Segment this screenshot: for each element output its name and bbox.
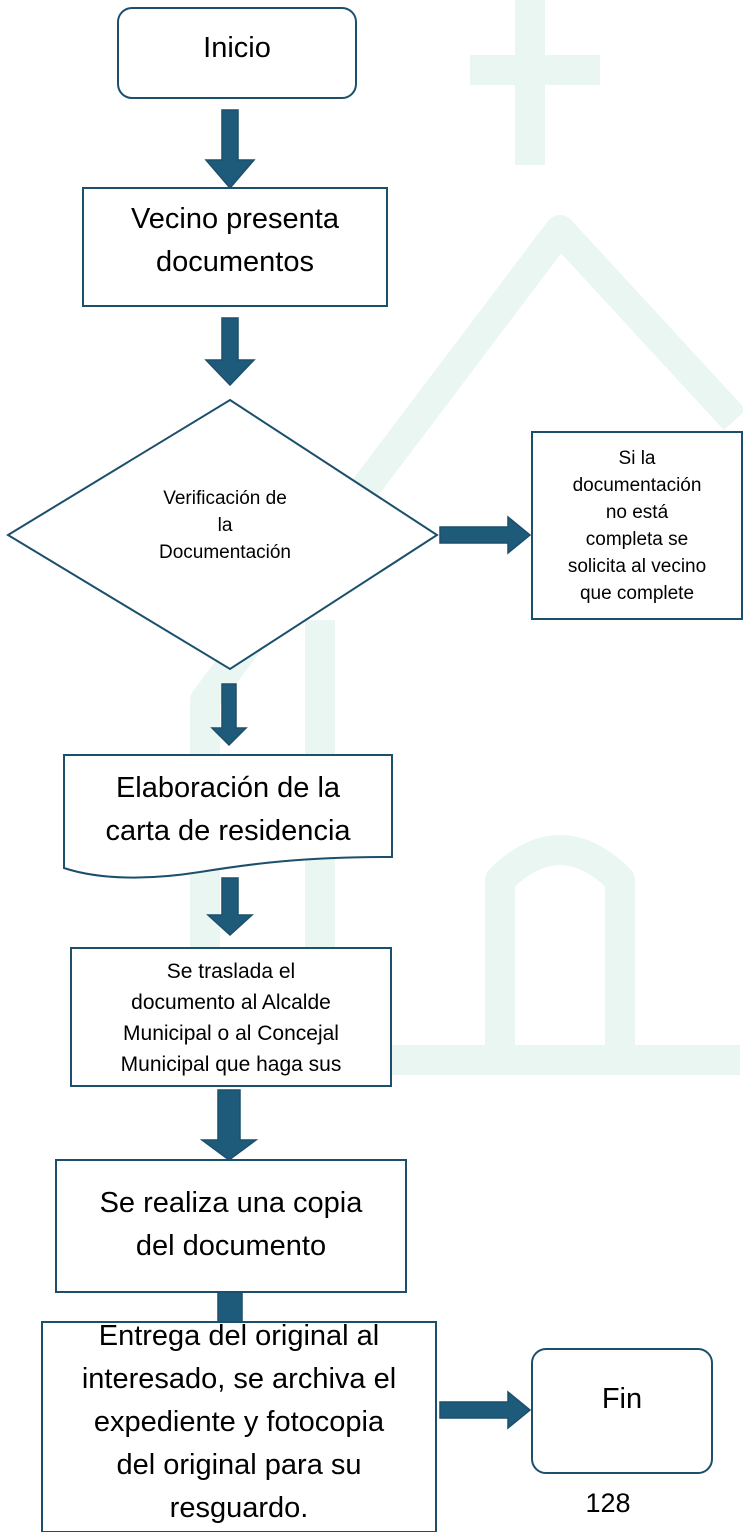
arrow-verify-to-note	[439, 515, 532, 555]
verify-decision	[6, 398, 439, 671]
arrow-verify-to-draft	[210, 683, 248, 747]
incomplete-note-label: Si la documentación no está completa se …	[567, 447, 707, 604]
arrow-draft-to-transfer	[206, 877, 254, 937]
arrow-present-to-verify	[204, 317, 256, 387]
start-label: Inicio	[203, 31, 271, 64]
present-docs-process	[82, 187, 388, 307]
page-number: 128	[585, 1488, 631, 1518]
transfer-process	[70, 947, 392, 1087]
verify-label: Verificación de la Documentación	[158, 487, 292, 563]
arrow-deliver-to-end	[439, 1390, 532, 1430]
transfer-label: Se traslada el documento al Alcalde Muni…	[120, 960, 342, 1076]
end-label: Fin	[601, 1382, 643, 1415]
end-terminal	[531, 1348, 713, 1474]
deliver-process	[41, 1321, 437, 1532]
start-terminal	[117, 7, 357, 99]
deliver-label: Entrega del original al interesado, se a…	[81, 1319, 397, 1524]
arrow-transfer-to-copy	[199, 1089, 259, 1161]
draft-letter-document	[63, 754, 393, 879]
copy-label: Se realiza una copia del documento	[99, 1187, 363, 1262]
present-docs-label: Vecino presenta documentos	[131, 202, 339, 278]
incomplete-note-box	[531, 431, 743, 620]
draft-letter-label: Elaboración de la carta de residencia	[105, 772, 351, 847]
copy-process	[55, 1159, 407, 1293]
arrow-start-to-present	[204, 109, 256, 190]
